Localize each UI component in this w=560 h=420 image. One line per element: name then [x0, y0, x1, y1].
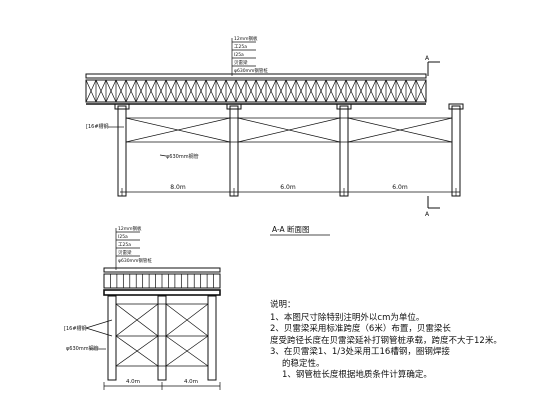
truss-diagonal: [295, 79, 307, 103]
elevation-callouts: 12mm钢板 工25a I25a 贝雷梁 φ630mm钢管桩: [232, 35, 268, 74]
truss-diagonal: [345, 79, 357, 103]
truss-diagonal: [315, 79, 327, 103]
note-line: 3、在贝雷梁1、1/3处采用工16槽钢，圈钢焊接: [270, 347, 450, 357]
truss-diagonal: [165, 79, 177, 103]
elevation-span-label-3: 6.0m: [392, 184, 408, 191]
bracing-diagonal: [125, 117, 231, 143]
elevation-callout-5: φ630mm钢管桩: [234, 67, 268, 74]
cross-section-bracing-label: [16#槽钢: [64, 325, 87, 332]
truss-diagonal: [105, 79, 117, 103]
cross-section-span-label-2: 4.0m: [184, 379, 198, 385]
truss-diagonal: [145, 79, 157, 103]
pile-caps: [114, 103, 464, 110]
note-line: 2、贝雷梁采用标准跨度（6米）布置，贝雷梁长: [270, 324, 451, 334]
elevation-dimension-ticks: [121, 188, 457, 196]
truss-diagonal: [325, 79, 337, 103]
cross-section-span-label-1: 4.0m: [126, 379, 140, 385]
cross-section-view: 4.0m 4.0m 12mm钢板 I25a 工25a 贝雷梁 φ630mm钢管桩…: [64, 225, 221, 390]
cross-section-bracing-diagonal: [115, 335, 159, 367]
elevation-pile-2: [229, 105, 239, 197]
cross-section-callout-5: φ630mm钢管桩: [118, 257, 152, 264]
cross-section-bracing-diagonal: [115, 303, 159, 337]
cross-section-deck: [103, 267, 221, 273]
truss-diagonal: [285, 79, 297, 103]
truss-diagonal: [365, 79, 377, 103]
truss-diagonal: [115, 79, 127, 103]
truss-diagonal: [275, 79, 287, 103]
cross-section-pile-1: [107, 295, 117, 381]
cross-section-callout-4: 贝雷梁: [118, 249, 132, 256]
truss-diagonal: [85, 79, 97, 103]
cross-section-beam-ticks: [103, 274, 221, 288]
truss-diagonal: [385, 79, 397, 103]
pile-cap-3: [336, 103, 352, 110]
cross-section-callout-1: 12mm钢板: [118, 225, 142, 232]
truss-diagonal: [415, 79, 427, 103]
cross-section-bracing-diagonal: [165, 303, 209, 337]
truss-diagonal: [95, 79, 107, 103]
elevation-pile-1: [117, 105, 127, 197]
truss-diagonal: [395, 79, 407, 103]
truss-diagonal: [335, 79, 347, 103]
cross-section-pile-2: [157, 295, 167, 381]
elevation-pile-3: [339, 105, 349, 197]
elevation-callout-2: 工25a: [234, 44, 247, 50]
truss-diagonal: [185, 79, 197, 103]
truss-diagonal: [205, 79, 217, 103]
pile-cap-2: [226, 103, 242, 110]
cross-section-pile-label: φ630mm钢管: [66, 345, 99, 352]
truss-diagonal: [305, 79, 317, 103]
notes-title: 说明：: [270, 300, 296, 310]
cross-section-bracing-diagonal: [165, 335, 209, 367]
elevation-span-label-1: 8.0m: [170, 184, 186, 191]
cross-section-pile-3: [207, 295, 217, 381]
elevation-piles: [117, 105, 461, 197]
cross-section-callouts: 12mm钢板 I25a 工25a 贝雷梁 φ630mm钢管桩: [116, 225, 152, 264]
note-line: 1、钢管桩长度根据地质条件计算确定。: [282, 370, 432, 380]
cross-section-cap: [103, 289, 221, 296]
truss-web: [85, 79, 427, 103]
elevation-callout-3: I25a: [234, 52, 244, 58]
truss-diagonal: [155, 79, 167, 103]
truss-diagonal: [405, 79, 417, 103]
truss-diagonal: [175, 79, 187, 103]
pile-cap-4: [448, 103, 464, 110]
pile-cap-1: [114, 103, 130, 110]
truss-diagonal: [125, 79, 137, 103]
note-line: 的稳定性。: [282, 358, 325, 369]
bracing-diagonal: [237, 117, 341, 143]
cross-section-callout-3: 工25a: [118, 242, 131, 248]
section-mark-bottom: A: [425, 211, 430, 218]
elevation-callout-1: 12mm钢板: [234, 35, 258, 42]
truss-diagonal: [195, 79, 207, 103]
truss-diagonal: [245, 79, 257, 103]
bracing-diagonal: [347, 117, 453, 143]
truss-diagonal: [225, 79, 237, 103]
notes-list: 1、本图尺寸除特别注明外以cm为单位。2、贝雷梁采用标准跨度（6米）布置，贝雷梁…: [270, 313, 550, 382]
truss-diagonal: [235, 79, 247, 103]
section-mark-top: A: [425, 55, 430, 62]
cross-section-bracing: [115, 303, 209, 367]
elevation-bracing-label: [16#槽钢: [86, 123, 109, 130]
section-title: A-A 断面图: [272, 224, 310, 234]
truss-diagonal: [135, 79, 147, 103]
note-line: 度受跨径长度在贝雷梁延补打钢管桩承载，跨度不大于12米。: [270, 335, 502, 346]
elevation-view: 8.0m 6.0m 6.0m 12mm钢板 工25a I25a 贝雷梁 φ630…: [85, 35, 464, 218]
truss-diagonal: [255, 79, 267, 103]
notes: 说明： 1、本图尺寸除特别注明外以cm为单位。2、贝雷梁采用标准跨度（6米）布置…: [270, 300, 550, 382]
elevation-bracing: [125, 117, 453, 143]
elevation-pile-label: φ630mm钢管: [166, 153, 199, 160]
truss-diagonal: [215, 79, 227, 103]
elevation-span-label-2: 6.0m: [280, 184, 296, 191]
cross-section-piles: [107, 295, 217, 381]
elevation-callout-4: 贝雷梁: [234, 59, 248, 66]
cross-section-callout-2: I25a: [118, 234, 128, 240]
elevation-deck: [85, 73, 427, 79]
elevation-pile-4: [451, 105, 461, 197]
note-line: 1、本图尺寸除特别注明外以cm为单位。: [270, 312, 425, 323]
truss-diagonal: [265, 79, 277, 103]
truss-diagonal: [375, 79, 387, 103]
truss-diagonal: [355, 79, 367, 103]
